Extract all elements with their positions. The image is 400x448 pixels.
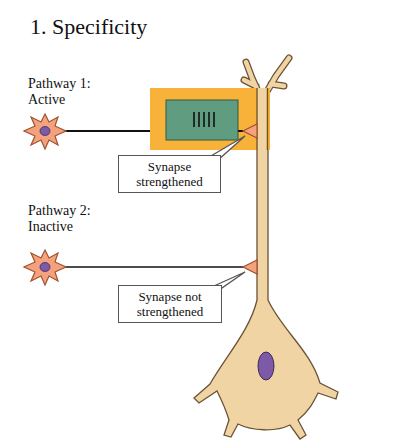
pathway-label: Pathway 1: Active	[28, 76, 100, 108]
dendrite-edge	[267, 88, 268, 150]
dendrite-edge	[256, 88, 257, 150]
callout-box: Synapse not strengthened	[118, 285, 222, 323]
nucleus	[40, 263, 50, 272]
stimulus-train	[194, 112, 214, 127]
nucleus	[40, 127, 50, 136]
stimulation-box	[150, 88, 270, 150]
callout-box: Synapse strengthened	[118, 155, 221, 193]
callout-text: Synapse strengthened	[123, 159, 216, 189]
dendrite-segment	[258, 88, 267, 150]
stimulus-panel	[166, 100, 238, 140]
axon	[55, 266, 244, 268]
diagram-title: 1. Specificity	[30, 14, 147, 40]
callout-text: Synapse not strengthened	[123, 289, 217, 319]
axon-terminal	[243, 124, 257, 138]
axon	[55, 130, 150, 132]
presynaptic-neuron	[24, 250, 66, 285]
pathway-label: Pathway 2: Inactive	[28, 203, 100, 235]
presynaptic-neuron	[24, 114, 66, 149]
nucleus	[258, 352, 274, 380]
axon-terminal	[243, 260, 257, 274]
